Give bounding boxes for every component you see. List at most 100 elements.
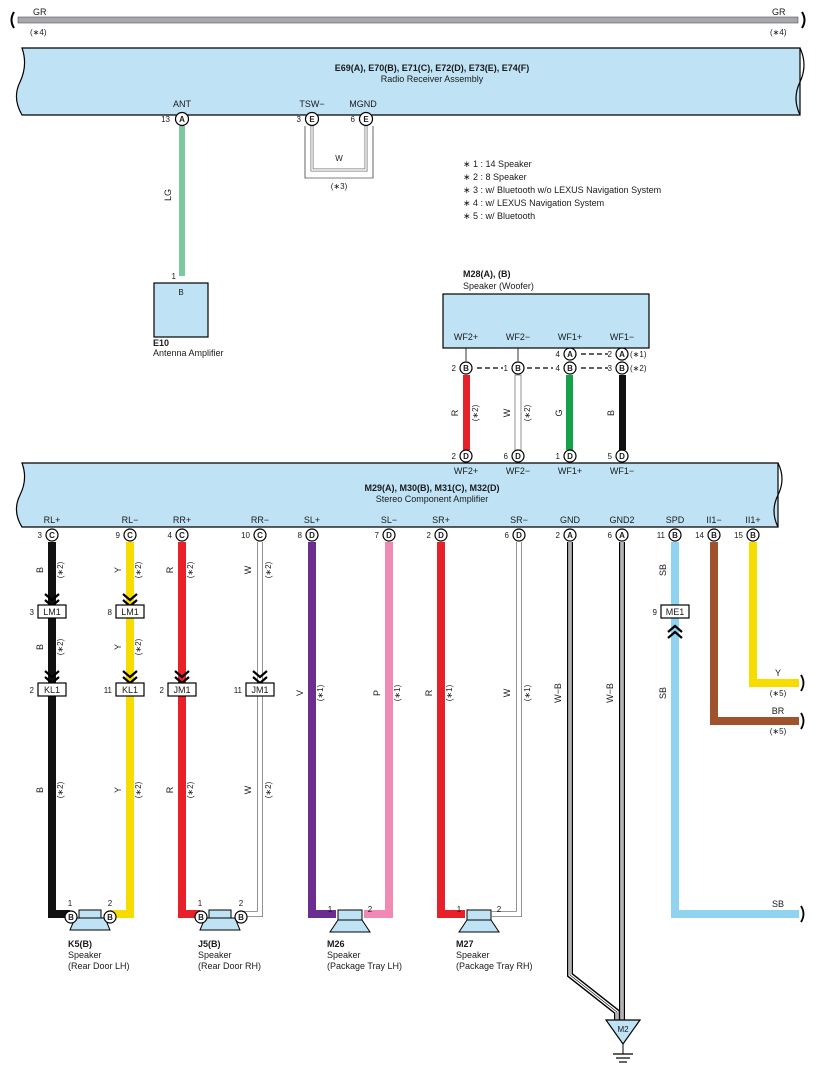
- nt-srm: (∗1): [523, 684, 532, 701]
- connector-kl1-rl-minus: KL1 11: [104, 682, 145, 697]
- amp-top-4-label: WF1−: [610, 466, 634, 476]
- k5-pin2-letter: B: [107, 913, 113, 922]
- amp-label-gnd2: GND2: [609, 515, 634, 525]
- pin-mgnd-num: 6: [351, 115, 356, 124]
- wire-gnd: [567, 542, 620, 1020]
- gr-right-note: (∗4): [770, 28, 787, 37]
- amp-pin-sl-plus: D8: [298, 528, 319, 542]
- jm1-b-name: JM1: [251, 685, 268, 695]
- amp-label-sl-minus: SL−: [381, 515, 397, 525]
- pin-mgnd-letter: E: [363, 115, 369, 124]
- lbl-rlm-2: Y: [113, 644, 123, 650]
- amp-label-ii1-plus: II1+: [745, 515, 760, 525]
- amp-label-sr-minus: SR−: [510, 515, 528, 525]
- amp-pin-sl-plus-letter: D: [309, 531, 315, 540]
- lbl-srp: R: [424, 689, 434, 696]
- wire-label-ant: LG: [163, 189, 173, 201]
- nt-rlm-3: (∗2): [134, 781, 143, 798]
- amp-pin-gnd2: A6: [608, 528, 629, 542]
- ground-code: M2: [617, 1025, 629, 1034]
- amp-top-pin-wf2m: D 6 WF2−: [504, 449, 530, 476]
- kl1-a-name: KL1: [44, 685, 60, 695]
- woofer-label-wf1p: WF1+: [558, 332, 582, 342]
- pin-tsw-num: 3: [297, 115, 302, 124]
- lbl-rrm-2: W: [243, 785, 253, 794]
- kl1-b-num: 11: [104, 686, 113, 695]
- nt-rlp-3: (∗2): [56, 781, 65, 798]
- note-3: ∗ 3 : w/ Bluetooth w/o LEXUS Navigation …: [463, 185, 661, 195]
- wire-sl-minus: [364, 542, 393, 918]
- note-4: ∗ 4 : w/ LEXUS Navigation System: [463, 198, 604, 208]
- woofer-b3-num: 4: [556, 364, 561, 373]
- amp-top-3-label: WF1+: [558, 466, 582, 476]
- exit-br-note: (∗5): [770, 727, 787, 736]
- lbl-srm: W: [502, 688, 512, 697]
- woofer-a2-note: (∗1): [630, 350, 647, 359]
- speaker-k5: B 1 B 2 K5(B) Speaker (Rear Door LH): [64, 899, 130, 971]
- woofer-a1-letter: A: [567, 350, 573, 359]
- amp-pin-gnd: A2: [556, 528, 577, 542]
- antenna-amplifier: 1 B E10 Antenna Amplifier: [153, 272, 224, 358]
- amp-pin-rl-minus: C9: [116, 528, 137, 542]
- m27-code: M27: [456, 939, 474, 949]
- pin-ant-letter: A: [179, 115, 185, 124]
- wire-wf1p: [566, 375, 573, 450]
- radio-codes: E69(A), E70(B), E71(C), E72(D), E73(E), …: [335, 63, 530, 73]
- lbl-rlp-3: B: [35, 787, 45, 793]
- woofer-label-wf2m: WF2−: [506, 332, 530, 342]
- woofer-a1-num: 4: [556, 350, 561, 359]
- me1-name: ME1: [666, 607, 685, 617]
- note-2: ∗ 2 : 8 Speaker: [463, 172, 527, 182]
- nt-rlp-1: (∗2): [56, 561, 65, 578]
- note-1: ∗ 1 : 14 Speaker: [463, 159, 532, 169]
- nt-rrm-2: (∗2): [264, 781, 273, 798]
- nt-slm: (∗1): [393, 684, 402, 701]
- amp-pin-rl-plus-letter: C: [49, 531, 55, 540]
- wire-spd: [671, 542, 799, 918]
- wire-rr-minus: [242, 542, 263, 917]
- woofer-pin-b-wf1p: B 4: [556, 361, 577, 375]
- break-sb: [800, 905, 805, 923]
- amp-pin-spd-letter: B: [672, 531, 678, 540]
- amp-pin-rr-minus: C10: [241, 528, 267, 542]
- amp-pin-gnd2-letter: A: [619, 531, 625, 540]
- amp-pin-rr-plus-num: 4: [168, 531, 173, 540]
- amp-pin-sr-minus-letter: D: [516, 531, 522, 540]
- amp-top-pins: D 2 WF2+ D 6 WF2− D 1 WF1+ D 5 WF1−: [452, 449, 634, 476]
- lbl-spd-1: SB: [658, 564, 668, 576]
- amp-pin-rr-minus-num: 10: [241, 531, 250, 540]
- nt-slp: (∗1): [316, 684, 325, 701]
- woofer-a2-letter: A: [619, 350, 625, 359]
- connector-lm1-rl-minus: LM1 8: [108, 604, 145, 619]
- lm1-a-name: LM1: [43, 607, 61, 617]
- woofer-wire-note-2: (∗2): [523, 404, 532, 421]
- woofer-label-wf1m: WF1−: [610, 332, 634, 342]
- lbl-rrm-1: W: [243, 565, 253, 574]
- amp-label-rl-minus: RL−: [122, 515, 139, 525]
- amp-label-rr-minus: RR−: [251, 515, 269, 525]
- woofer-wire-color-4: B: [606, 410, 616, 416]
- k5-loc: (Rear Door LH): [68, 961, 130, 971]
- stereo-amp-box: M29(A), M30(B), M31(C), M32(D) Stereo Co…: [15, 462, 783, 528]
- woofer-pin-b-wf1m: B 3 (∗2): [608, 361, 647, 375]
- gr-left-note: (∗4): [30, 28, 47, 37]
- woofer-b4-letter: B: [619, 364, 625, 373]
- amp-pin-ii1-plus-num: 15: [734, 531, 743, 540]
- k5-pin1-num: 1: [68, 899, 73, 908]
- exit-y-note: (∗5): [770, 689, 787, 698]
- gr-right-label: GR: [772, 7, 786, 17]
- woofer-wire-color-2: W: [502, 408, 512, 417]
- antenna-amp-code: E10: [153, 338, 169, 348]
- amp-pin-ii1-plus-letter: B: [750, 531, 756, 540]
- amp-pin-sr-plus: D2: [427, 528, 448, 542]
- m26-loc: (Package Tray LH): [327, 961, 402, 971]
- woofer-pin-a-wf1m: A 2 (∗1): [608, 347, 647, 361]
- lbl-gnd: W−B: [553, 683, 563, 703]
- nt-rlm-2: (∗2): [134, 638, 143, 655]
- amp-pin-sr-plus-num: 2: [427, 531, 432, 540]
- wire-ii1-minus: [710, 542, 799, 725]
- woofer-wire-note-1: (∗2): [471, 404, 480, 421]
- m26-pin1-num: 1: [328, 905, 333, 914]
- bottom-wire-labels: B (∗2) B (∗2) B (∗2) Y (∗2) Y (∗2) Y (∗2…: [35, 561, 668, 798]
